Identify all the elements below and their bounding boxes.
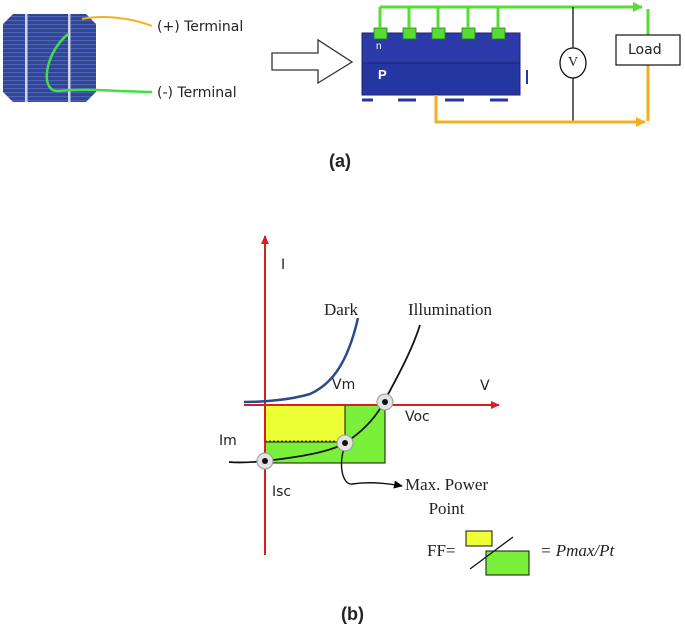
voc-point bbox=[376, 393, 394, 411]
mpp-pointer bbox=[340, 445, 403, 489]
isc-point bbox=[256, 452, 274, 470]
isc-label: Isc bbox=[272, 484, 292, 500]
ff-label: FF= bbox=[427, 541, 456, 560]
i-axis-label: I bbox=[281, 257, 286, 273]
voltmeter-circle bbox=[559, 47, 587, 79]
load-box bbox=[615, 34, 681, 66]
pmax-rectangle bbox=[264, 404, 346, 443]
dark-curve-label: Dark bbox=[324, 300, 358, 319]
load-label: Load bbox=[628, 42, 662, 58]
v-axis-label: V bbox=[480, 378, 490, 394]
voltmeter-label: V bbox=[568, 55, 579, 70]
ff-pt-box bbox=[485, 550, 530, 576]
positive-wire bbox=[378, 2, 650, 36]
plus-terminal-wire bbox=[81, 16, 153, 27]
vm-label: Vm bbox=[332, 377, 356, 393]
minus-terminal-label: (-) Terminal bbox=[157, 85, 237, 101]
direction-arrow bbox=[271, 38, 354, 85]
ff-pmax-box bbox=[465, 530, 493, 547]
negative-wire bbox=[434, 95, 646, 127]
max-power-point-label: Max. Power Point bbox=[405, 475, 489, 518]
caption-a: (a) bbox=[329, 151, 351, 171]
minus-terminal-wire bbox=[45, 33, 153, 94]
ff-fraction-line bbox=[469, 536, 514, 570]
p-layer-label: P bbox=[378, 67, 387, 82]
plus-terminal-label: (+) Terminal bbox=[157, 19, 244, 35]
mpp-point bbox=[336, 434, 354, 452]
im-label: Im bbox=[219, 433, 237, 449]
voc-label: Voc bbox=[405, 409, 430, 425]
ff-formula: = Pmax/Pt bbox=[540, 541, 615, 560]
dark-curve bbox=[243, 317, 360, 404]
illumination-curve-label: Illumination bbox=[408, 300, 493, 319]
n-layer-label: n bbox=[376, 41, 382, 52]
caption-b: (b) bbox=[341, 604, 364, 624]
